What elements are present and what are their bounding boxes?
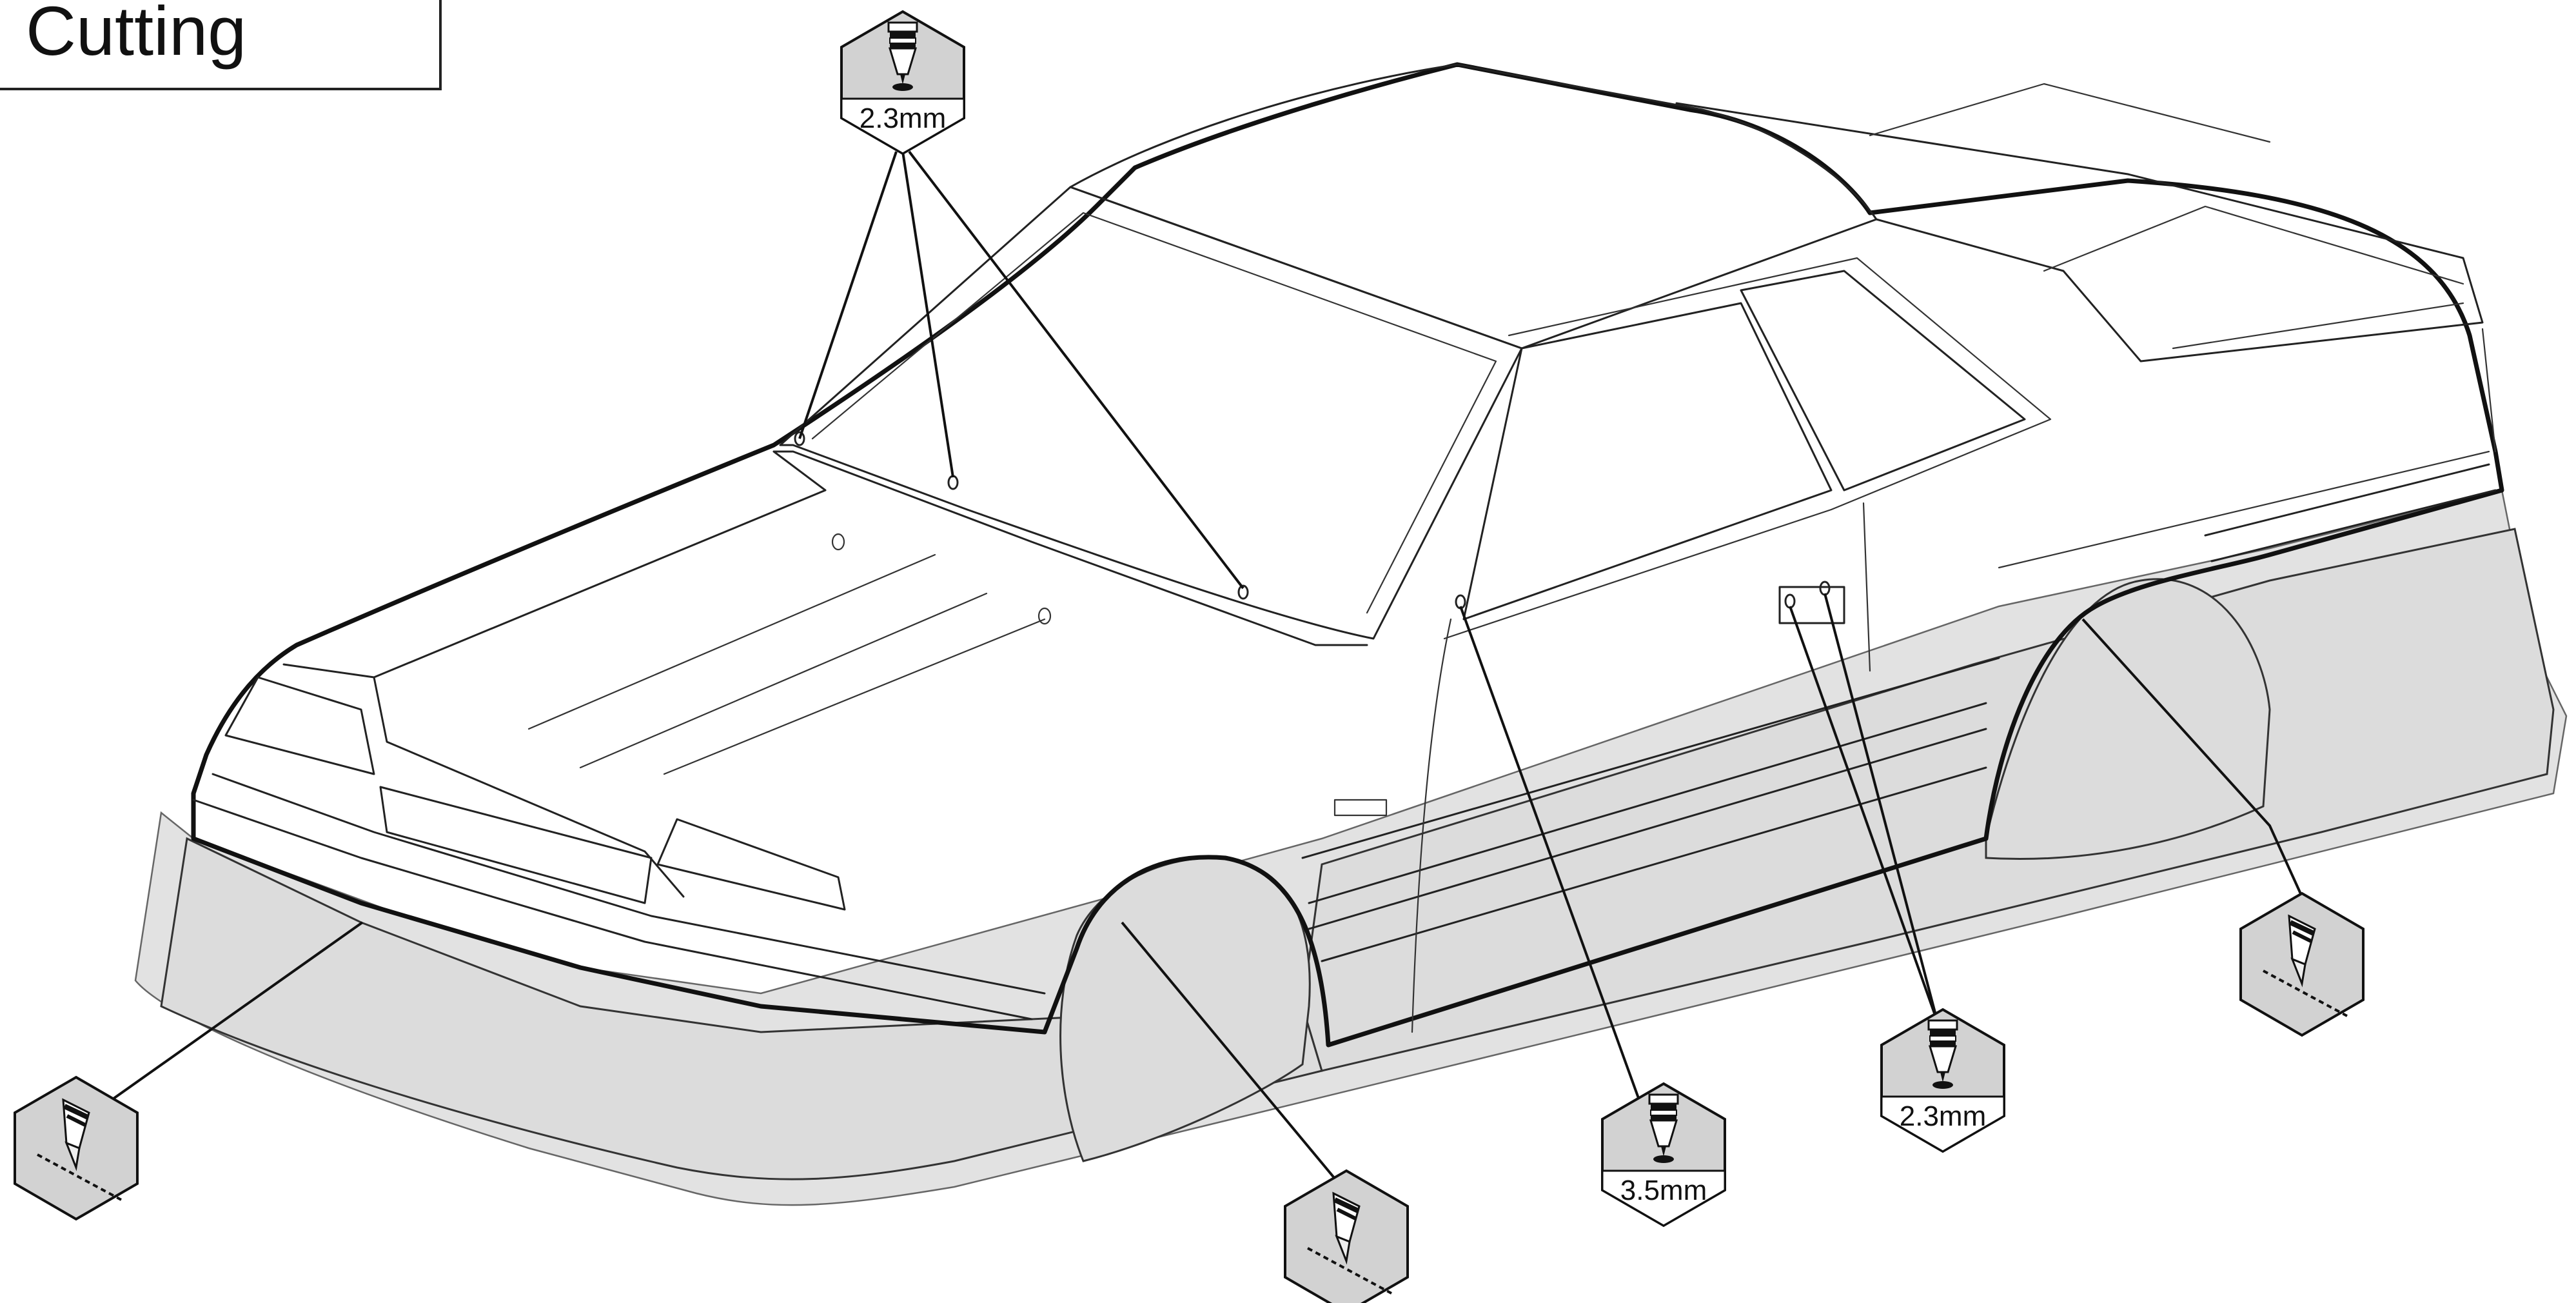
side-window-rear bbox=[1740, 270, 2026, 492]
page-title: Cutting bbox=[26, 0, 247, 70]
hole-marker bbox=[1784, 593, 1796, 609]
size-label: 3.5mm bbox=[1620, 1175, 1707, 1206]
callout-front-bumper-trim bbox=[14, 1075, 139, 1221]
windshield-inner bbox=[811, 212, 1497, 614]
hole-marker bbox=[947, 475, 959, 490]
headlight-right bbox=[656, 818, 846, 911]
leader-lines bbox=[92, 150, 2303, 1191]
hood-pin-marker bbox=[1037, 607, 1052, 625]
callout-pillar-hole: 3.5mm bbox=[1601, 1082, 1726, 1228]
hood-pin-marker bbox=[831, 533, 845, 551]
callout-front-wheel-arch bbox=[1284, 1169, 1409, 1303]
trunk-lid bbox=[1869, 83, 2464, 350]
hood-outline bbox=[282, 450, 1368, 898]
roof bbox=[1069, 63, 1878, 350]
headlight-left bbox=[224, 676, 375, 775]
side-window-front bbox=[1462, 302, 1833, 621]
rear-wheel-arch-cut bbox=[1985, 578, 2271, 860]
side-marker bbox=[1333, 799, 1388, 817]
hole-marker bbox=[794, 431, 805, 446]
callout-door-holes: 2.3mm bbox=[1880, 1008, 2005, 1153]
hole-marker bbox=[1237, 584, 1249, 600]
rear-deck bbox=[1675, 102, 2484, 363]
body-outline bbox=[191, 62, 2504, 1048]
hole-marker bbox=[1819, 581, 1831, 596]
size-label: 2.3mm bbox=[860, 103, 946, 134]
window-frame bbox=[1443, 257, 2052, 640]
door-lines bbox=[1411, 502, 1871, 1033]
front-grille bbox=[379, 786, 653, 904]
cut-skirt-front bbox=[160, 837, 1323, 1180]
size-label: 2.3mm bbox=[1900, 1100, 1986, 1132]
door-handle bbox=[1778, 586, 1845, 624]
side-molding bbox=[1301, 463, 2497, 962]
front-wheel-arch-cut bbox=[1059, 857, 1311, 1162]
title-box: Cutting bbox=[0, 0, 442, 90]
callout-rear-wheel-arch bbox=[2239, 891, 2365, 1037]
hood-crease bbox=[527, 553, 1046, 775]
callout-roof-holes: 2.3mm bbox=[840, 10, 965, 155]
windshield bbox=[779, 186, 1523, 640]
rear-panel-lines bbox=[1998, 328, 2497, 569]
front-bumper bbox=[192, 773, 1046, 1020]
